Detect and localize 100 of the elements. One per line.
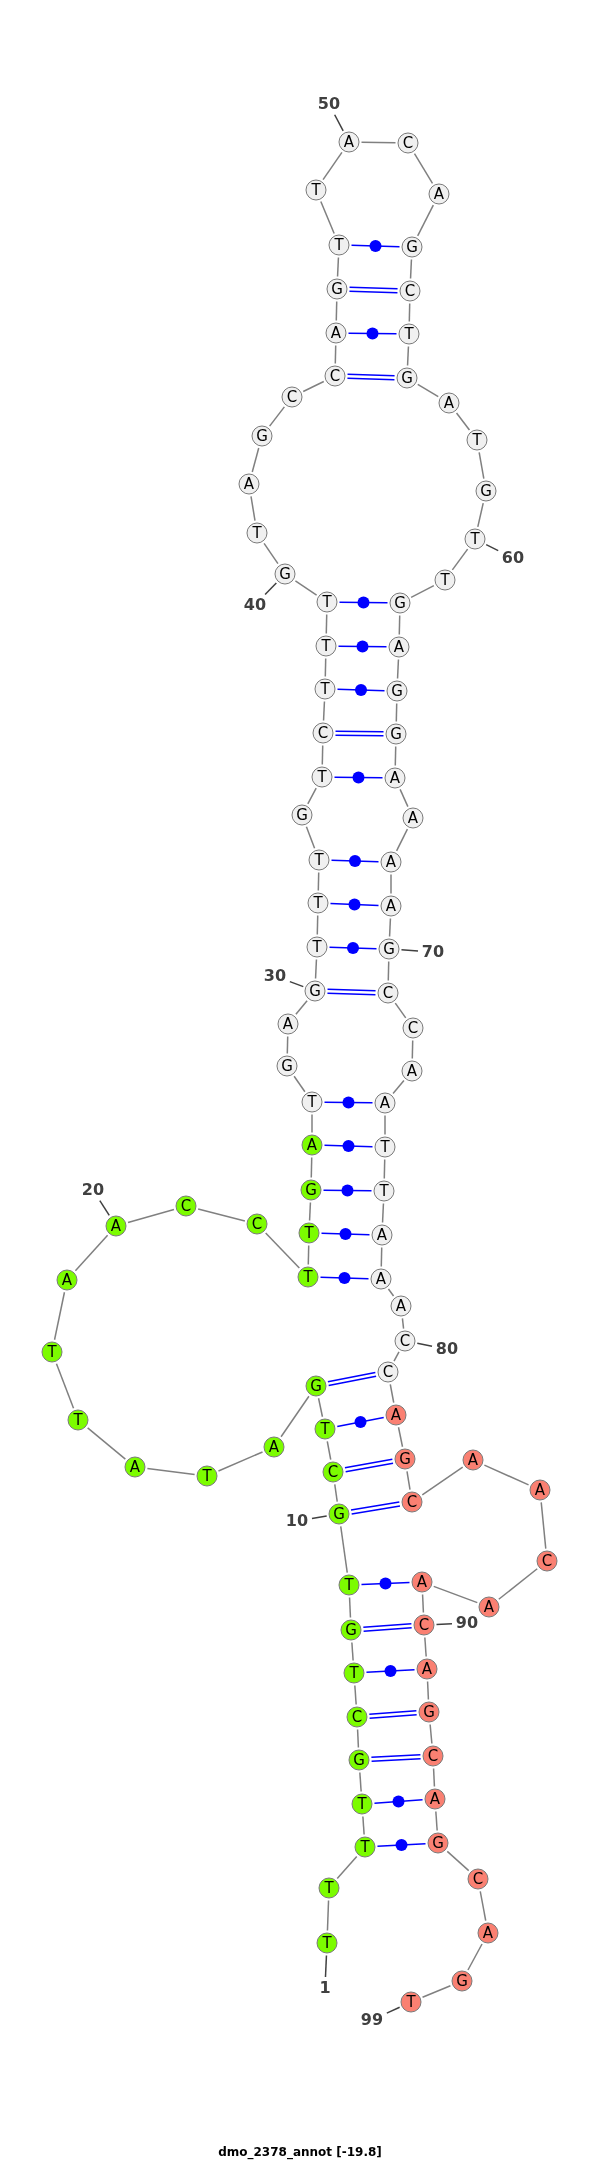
backbone-line xyxy=(395,828,409,852)
nucleotide-circle: A xyxy=(411,1571,433,1593)
backbone-line xyxy=(197,1208,246,1222)
backbone-line xyxy=(351,1641,354,1662)
nucleotide-circle: T xyxy=(297,1266,319,1288)
nucleotide-circle: A xyxy=(478,1596,500,1618)
nucleotide-circle: T xyxy=(308,849,330,871)
leader-line xyxy=(289,980,305,988)
nucleotide-circle: A xyxy=(380,851,402,873)
backbone-line xyxy=(426,1680,430,1701)
nucleotide-circle: G xyxy=(276,1055,298,1077)
backbone-line xyxy=(424,1636,427,1658)
backbone-line xyxy=(74,1234,109,1272)
nucleotide-circle: T xyxy=(400,1991,422,2013)
nucleotide-circle: C xyxy=(246,1213,268,1235)
backbone-line xyxy=(268,406,286,427)
backbone-line xyxy=(477,502,484,528)
backbone-line xyxy=(307,1244,310,1266)
backbone-line xyxy=(416,204,435,237)
nucleotide-circle: C xyxy=(175,1195,197,1217)
backbone-line xyxy=(324,657,327,678)
backbone-line xyxy=(334,1483,338,1503)
backbone-line xyxy=(217,1451,264,1472)
backbone-line xyxy=(305,825,316,850)
backbone-line xyxy=(432,1767,436,1788)
nucleotide-circle: G xyxy=(274,563,296,585)
backbone-line xyxy=(384,1114,386,1136)
nucleotide-circle: T xyxy=(373,1180,395,1202)
nucleotide-circle: T xyxy=(307,892,329,914)
position-number: 60 xyxy=(501,550,525,566)
backbone-line xyxy=(325,613,328,635)
backbone-line xyxy=(390,873,392,895)
leader-line xyxy=(311,1515,328,1520)
backbone-line xyxy=(483,1464,530,1486)
nucleotide-circle: C xyxy=(281,386,303,408)
nucleotide-circle: A xyxy=(388,636,410,658)
nucleotide-circle: C xyxy=(322,1461,344,1483)
backbone-line xyxy=(406,345,410,367)
backbone-line xyxy=(429,1723,433,1745)
nucleotide-circle: G xyxy=(386,680,408,702)
leader-line xyxy=(386,2006,401,2014)
backbone-line xyxy=(334,344,337,365)
backbone-line xyxy=(406,1470,411,1491)
position-number: 10 xyxy=(285,1513,309,1529)
backbone-line xyxy=(411,1039,414,1060)
leader-line xyxy=(99,1199,110,1217)
nucleotide-circle: C xyxy=(346,1706,368,1728)
nucleotide-circle: C xyxy=(324,365,346,387)
nucleotide-circle: C xyxy=(312,722,334,744)
nucleotide-circle: T xyxy=(434,569,456,591)
backbone-line xyxy=(397,1426,404,1448)
nucleotide-circle: G xyxy=(385,723,407,745)
nucleotide-circle: G xyxy=(427,1832,449,1854)
backbone-line xyxy=(326,1899,330,1932)
nucleotide-circle: G xyxy=(475,480,497,502)
backbone-line xyxy=(326,1440,332,1461)
nucleotide-circle: T xyxy=(301,1091,323,1113)
nucleotide-circle: A xyxy=(124,1456,146,1478)
backbone-line xyxy=(354,1684,357,1706)
backbone-line xyxy=(410,584,435,599)
backbone-line xyxy=(421,1985,452,1998)
backbone-line xyxy=(314,958,318,980)
nucleotide-circle: T xyxy=(314,678,336,700)
backbone-line xyxy=(320,200,335,235)
backbone-line xyxy=(86,1427,127,1460)
backbone-line xyxy=(127,1208,175,1224)
nucleotide-circle: G xyxy=(378,938,400,960)
position-number: 90 xyxy=(455,1615,479,1631)
backbone-line xyxy=(421,1593,425,1614)
nucleotide-circle: T xyxy=(311,766,333,788)
nucleotide-circle: A xyxy=(380,895,402,917)
nucleotide-circle: T xyxy=(305,179,327,201)
backbone-line xyxy=(380,1246,383,1268)
backbone-line xyxy=(401,1317,405,1330)
backbone-line xyxy=(316,914,319,936)
nucleotide-circle: A xyxy=(370,1268,392,1290)
backbone-line xyxy=(263,542,279,565)
nucleotide-circle: G xyxy=(304,980,326,1002)
nucleotide-circle: T xyxy=(328,234,350,256)
backbone-line xyxy=(280,1395,310,1438)
backbone-line xyxy=(322,151,343,181)
leader-line xyxy=(400,949,419,952)
backbone-line xyxy=(421,1466,464,1496)
backbone-line xyxy=(393,1351,400,1362)
nucleotide-circle: G xyxy=(291,804,313,826)
nucleotide-circle: C xyxy=(422,1745,444,1767)
nucleotide-circle: T xyxy=(316,591,338,613)
backbone-line xyxy=(455,412,471,431)
backbone-line xyxy=(302,380,325,393)
backbone-line xyxy=(399,788,409,808)
backbone-line xyxy=(395,702,398,723)
backbone-line xyxy=(479,1890,487,1922)
nucleotide-circle: C xyxy=(536,1550,558,1572)
nucleotide-circle: T xyxy=(196,1465,218,1487)
base-pair-line xyxy=(362,1623,413,1632)
backbone-line xyxy=(294,580,318,596)
position-number: 1 xyxy=(319,1980,331,1996)
nucleotide-circle: G xyxy=(326,278,348,300)
backbone-line xyxy=(398,614,401,636)
nucleotide-circle: G xyxy=(251,425,273,447)
